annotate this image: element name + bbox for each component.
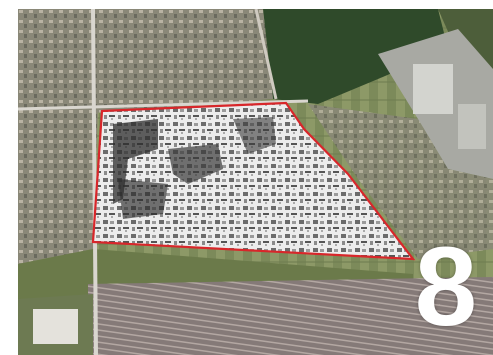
- warehouse-roof: [458, 104, 486, 149]
- highlighted-district: [93, 103, 413, 259]
- map-canvas: [18, 9, 493, 355]
- rail-yard: [88, 277, 493, 355]
- main-road: [91, 9, 98, 355]
- suburb-east: [308, 104, 493, 259]
- forest-area: [263, 9, 448, 104]
- urban-north: [18, 9, 273, 119]
- urban-west: [18, 109, 98, 264]
- building-block: [118, 179, 168, 219]
- building-block: [168, 144, 223, 184]
- cross-road: [18, 99, 309, 111]
- warehouse-roof: [413, 64, 453, 114]
- stadium: [33, 309, 78, 344]
- road-north: [254, 9, 278, 100]
- aerial-map: 8: [18, 9, 493, 355]
- building-block: [233, 117, 276, 154]
- district-number-label: 8: [414, 224, 477, 349]
- district-outline: [91, 101, 416, 261]
